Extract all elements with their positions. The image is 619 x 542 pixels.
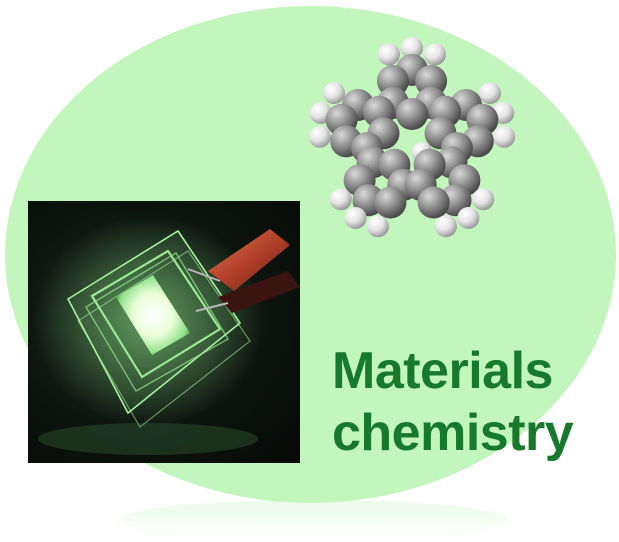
hydrogen-atom — [493, 125, 516, 148]
electrode-frame — [90, 249, 222, 379]
hydrogen-atom — [344, 207, 367, 229]
hydrogen-atom — [367, 215, 389, 238]
floor-reflection — [38, 423, 258, 455]
device-photo — [28, 201, 300, 463]
hydrogen-atom — [323, 82, 345, 105]
hydrogen-atom — [329, 188, 352, 211]
device-photo-svg — [33, 216, 300, 455]
molecule-model — [292, 30, 532, 260]
hydrogen-atom — [457, 207, 480, 229]
hydrogen-atom — [435, 215, 457, 238]
oval-reflection — [118, 500, 508, 540]
carbon-atom — [396, 98, 428, 130]
carbon-atom — [376, 65, 409, 97]
electrode-frame-outer — [85, 252, 229, 392]
black-clip — [218, 271, 300, 313]
glass-substrate-edge — [77, 250, 251, 428]
title-line-2: chemistry — [332, 404, 574, 462]
molecule-atoms — [308, 37, 516, 238]
red-clip-top — [208, 229, 290, 291]
hydrogen-atom — [424, 43, 446, 66]
hydrogen-atom — [472, 188, 495, 211]
hydrogen-atom — [479, 82, 501, 105]
carbon-atom — [415, 65, 448, 97]
figure-title: Materials chemistry — [332, 340, 574, 464]
title-line-1: Materials — [332, 342, 553, 400]
hydrogen-atom — [378, 43, 400, 66]
hydrogen-atom — [308, 125, 331, 148]
molecule-svg — [308, 37, 516, 238]
carbon-atom — [374, 186, 407, 219]
wire-1 — [187, 268, 221, 282]
carbon-atom — [417, 186, 450, 219]
wire-2 — [195, 302, 229, 312]
emitting-pixel — [116, 275, 190, 355]
hydrogen-atom — [401, 37, 423, 59]
